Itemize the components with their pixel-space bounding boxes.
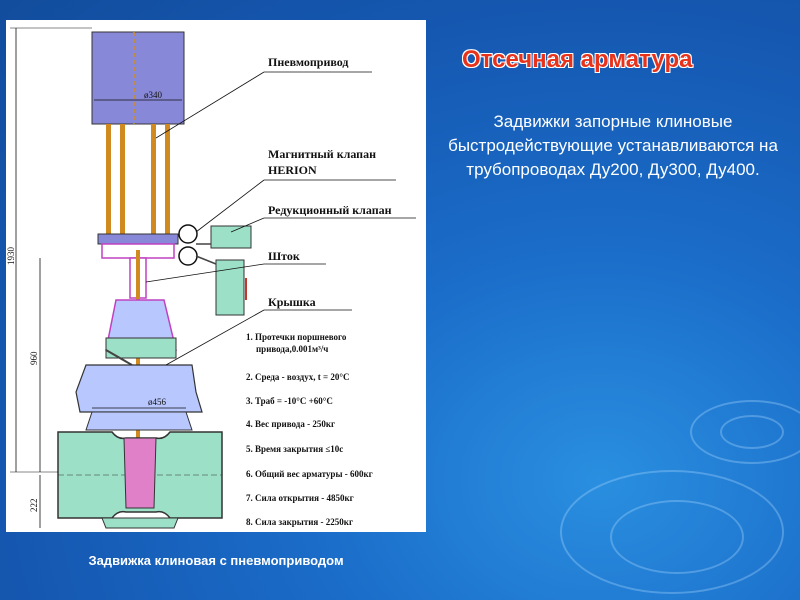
label-solenoid-brand: HERION <box>268 163 317 177</box>
mounting-flange <box>97 233 179 245</box>
spec-line: 5. Время закрытия ≤10c <box>246 444 343 454</box>
spec-line: 3. Траб = -10°C +60°C <box>246 396 333 406</box>
ripple-decoration <box>690 400 800 464</box>
gauge-icon <box>178 224 198 244</box>
gauge-icon <box>178 246 198 266</box>
tie-rod <box>120 124 125 234</box>
spec-line: привода,0.001м³/ч <box>256 344 328 354</box>
label-cover: Крышка <box>268 295 316 309</box>
cover <box>75 364 203 413</box>
label-reducer: Редукционный клапан <box>268 203 392 217</box>
tie-rod <box>165 124 170 234</box>
spec-line: 7. Сила открытия - 4850кг <box>246 493 354 503</box>
actuator-diameter: ø340 <box>144 90 163 100</box>
spec-line: 4. Вес привода - 250кг <box>246 419 335 429</box>
diagram-panel: ø340 ø456 1930 <box>6 20 426 532</box>
label-actuator: Пневмопривод <box>268 55 349 69</box>
spec-line: 6. Общий вес арматуры - 600кг <box>246 469 373 479</box>
slide-title: Отсечная арматура <box>462 46 693 73</box>
actuator-body <box>91 31 185 125</box>
dim-total-height: 1930 <box>6 247 16 266</box>
solenoid-valve <box>210 225 252 249</box>
spec-line: 8. Сила закрытия - 2250кг <box>246 517 353 527</box>
body-diameter: ø456 <box>148 397 167 407</box>
wedge <box>123 437 157 509</box>
label-solenoid: Магнитный клапан <box>268 147 376 161</box>
ripple-decoration <box>560 470 784 594</box>
spec-line: 1. Протечки поршневого <box>246 332 347 342</box>
ripple-decoration <box>610 500 744 574</box>
tie-rod <box>151 124 156 234</box>
dim-mid-height: 960 <box>29 351 39 365</box>
dim-low-height: 222 <box>29 499 39 513</box>
tie-rod <box>106 124 111 234</box>
slide-body-text: Задвижки запорные клиновые быстродейству… <box>448 112 778 179</box>
reducer-valve <box>215 259 245 316</box>
spec-line: 2. Среда - воздух, t = 20°C <box>246 372 349 382</box>
ripple-decoration <box>720 415 784 449</box>
diagram-caption: Задвижка клиновая с пневмоприводом <box>88 553 344 568</box>
gate-valve-drawing: ø340 ø456 1930 <box>6 27 416 529</box>
label-stem: Шток <box>268 249 300 263</box>
